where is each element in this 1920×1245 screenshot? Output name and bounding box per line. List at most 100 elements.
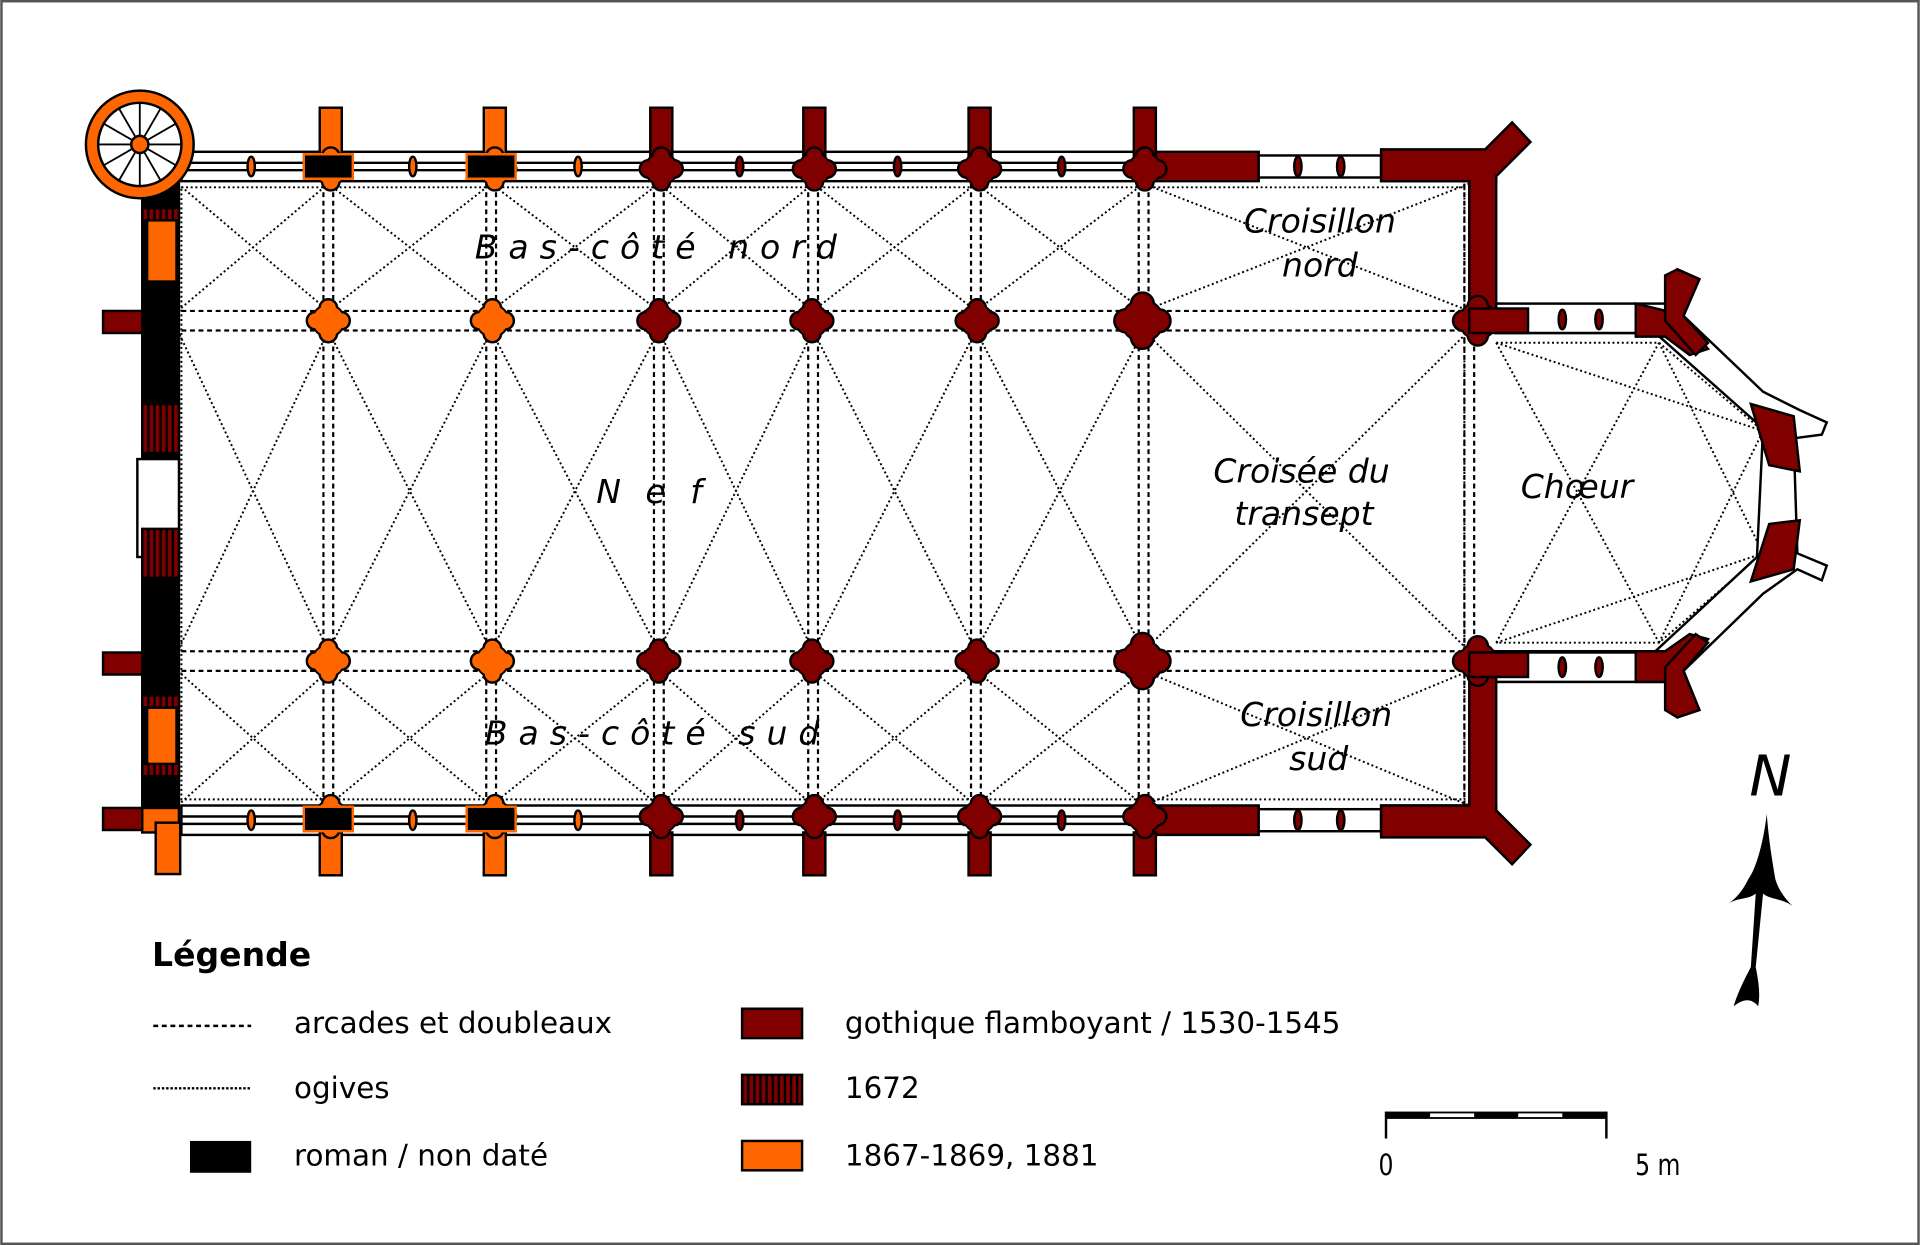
- ogive-line: [1495, 341, 1764, 432]
- apse-buttress: [1748, 518, 1802, 584]
- legend-item-arcades: arcades et doubleaux: [294, 1006, 612, 1040]
- pier-core: [643, 305, 674, 336]
- scale-start: 0: [1379, 1149, 1394, 1183]
- wall-pier: [956, 146, 1003, 192]
- transept-window: [1257, 154, 1383, 179]
- pier-core: [477, 645, 508, 677]
- north-arrow: N: [1728, 745, 1793, 1007]
- wall-pier: [956, 793, 1003, 840]
- pier-core: [477, 305, 508, 336]
- apse-buttress: [1749, 402, 1802, 473]
- ogive-line: [658, 182, 814, 312]
- window-mullion: [573, 809, 583, 832]
- pier-core: [1122, 641, 1163, 681]
- pier: [636, 298, 682, 344]
- legend-item-modern: 1867-1869, 1881: [845, 1138, 1099, 1172]
- label-south-arm-line1: Croisillon: [1240, 695, 1392, 734]
- pier-core: [962, 305, 993, 336]
- pier-core: [796, 645, 827, 677]
- legend-title: Légende: [152, 935, 311, 974]
- pier-core: [964, 153, 995, 185]
- crossing-pier-arm: [1468, 651, 1530, 679]
- pier: [469, 298, 516, 344]
- pier-core: [313, 645, 344, 677]
- window-mullion: [1335, 155, 1346, 178]
- window-mullion: [1557, 308, 1568, 331]
- roman-pier-core: [465, 153, 517, 180]
- ogive-line: [327, 182, 492, 312]
- pier-core: [1122, 300, 1163, 341]
- window-mullion: [734, 809, 745, 832]
- pier: [1113, 291, 1172, 351]
- north-letter: N: [1749, 745, 1791, 810]
- wall-pier: [1122, 793, 1168, 840]
- pier: [305, 638, 352, 684]
- pier: [954, 298, 1000, 344]
- pier: [789, 298, 835, 344]
- ogive-line: [1495, 552, 1764, 644]
- legend-darkred-swatch: [740, 1007, 804, 1040]
- ogive-line: [1142, 329, 1470, 652]
- stair-newel: [129, 134, 150, 155]
- west-buttress: [101, 806, 144, 832]
- choir-wall: [1494, 267, 1829, 719]
- scale-bar: 0 5 m: [1379, 1111, 1680, 1183]
- window-mullion: [892, 155, 903, 178]
- ogive-line: [1143, 669, 1470, 807]
- window-mullion: [1557, 656, 1568, 679]
- west-facade-1672: [141, 762, 181, 778]
- window-mullion: [1292, 809, 1303, 832]
- roman-pier-core: [302, 805, 355, 833]
- wall-pier: [791, 793, 838, 840]
- southwest-buttress: [154, 821, 182, 876]
- west-facade-1672: [141, 694, 181, 709]
- label-choir: Chœur: [1521, 467, 1636, 506]
- piers: [302, 146, 1530, 840]
- pier-core: [313, 305, 344, 336]
- west-facade-1672: [141, 527, 181, 580]
- wall-pier: [638, 793, 685, 840]
- window-mullion: [407, 155, 418, 178]
- ogive-line: [658, 182, 814, 312]
- wall-pier: [638, 146, 685, 192]
- ogive-line: [975, 670, 1145, 807]
- window-mullion: [1594, 308, 1604, 331]
- pier: [789, 638, 835, 684]
- ogive-line: [177, 182, 329, 312]
- west-buttress: [101, 651, 144, 676]
- window-mullion: [734, 155, 745, 178]
- legend-item-1672: 1672: [845, 1071, 920, 1105]
- pier-core: [1129, 801, 1160, 832]
- window-mullion: [1335, 809, 1346, 832]
- west-facade-1672: [141, 402, 181, 455]
- crossing-pier-arm: [1468, 307, 1530, 335]
- pier-core: [646, 153, 677, 185]
- pier-core: [1129, 153, 1160, 185]
- legend-black-swatch: [189, 1140, 252, 1173]
- pier-core: [962, 645, 993, 677]
- choir-buttress: [1663, 632, 1710, 719]
- pier: [1113, 631, 1172, 691]
- transept-window: [1257, 807, 1383, 833]
- label-crossing-line2: transept: [1234, 494, 1374, 533]
- ogive-line: [1143, 669, 1470, 807]
- ogive-line: [490, 670, 660, 807]
- ogive-line: [177, 670, 329, 807]
- wall-pier: [791, 146, 838, 192]
- pier-core: [964, 801, 995, 832]
- ogive-line: [812, 182, 977, 312]
- label-south-arm-line2: sud: [1289, 739, 1349, 778]
- window-mullion: [1056, 155, 1067, 178]
- wall-pier: [1122, 146, 1168, 192]
- pier: [636, 638, 682, 684]
- west-facade-modern: [145, 706, 178, 768]
- vault-lines: [176, 182, 1765, 808]
- pier-core: [796, 305, 827, 336]
- ogive-line: [658, 670, 814, 807]
- ogive-line: [177, 670, 329, 807]
- label-north-arm-line1: Croisillon: [1244, 202, 1396, 241]
- label-north-aisle: Bas-côté nord: [475, 227, 848, 266]
